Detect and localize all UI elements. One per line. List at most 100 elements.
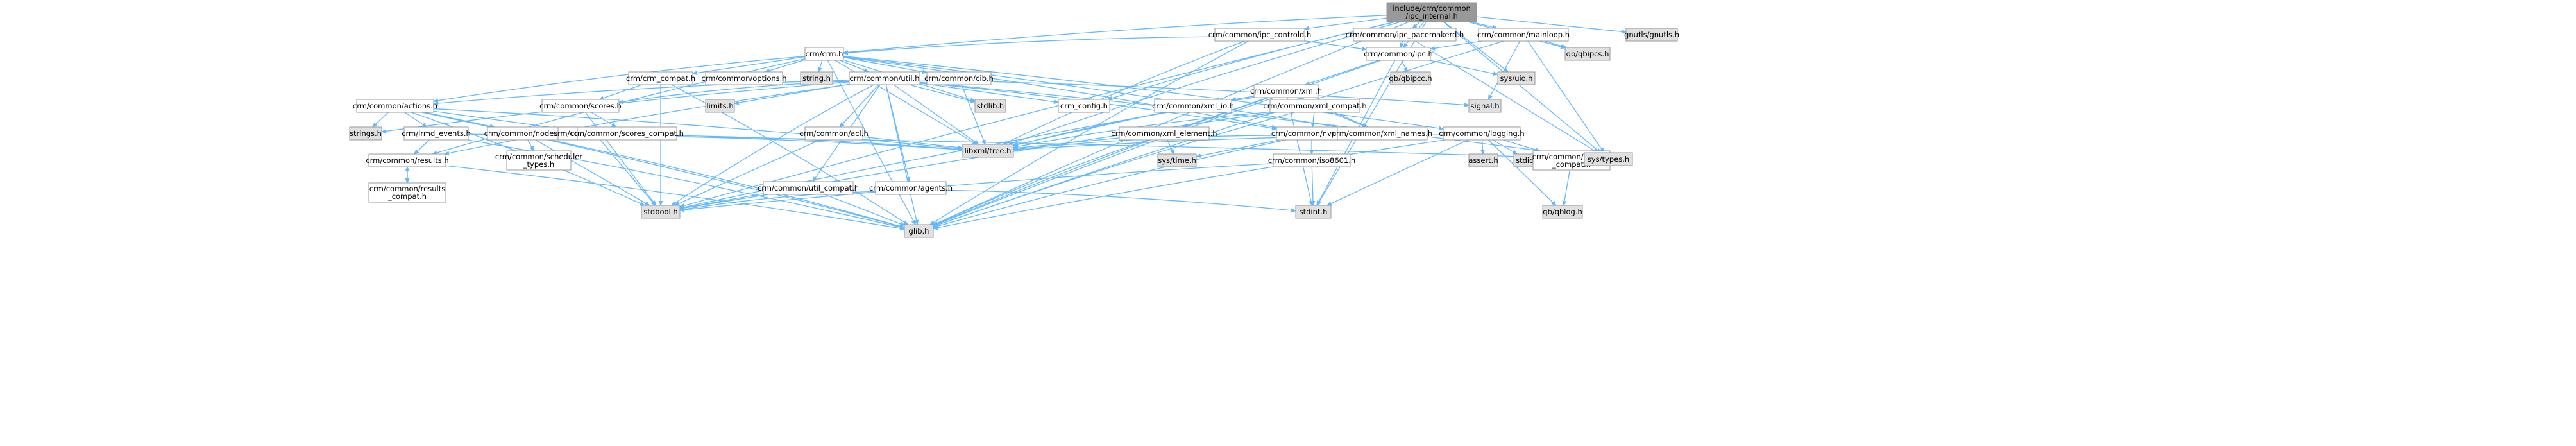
node-label: qb/qbipcs.h bbox=[1566, 49, 1609, 58]
edge-agents-to-stdint bbox=[945, 189, 1297, 213]
node-assert[interactable]: assert.h bbox=[1468, 153, 1498, 167]
edge-nvpair-to-systime bbox=[1195, 139, 1280, 159]
node-actions[interactable]: crm/common/actions.h bbox=[353, 99, 437, 113]
node-label: crm/crm_compat.h bbox=[626, 74, 695, 83]
node-box bbox=[628, 71, 693, 85]
node-box bbox=[804, 126, 863, 141]
node-box bbox=[705, 99, 735, 113]
node-box bbox=[1468, 153, 1498, 167]
node-scores[interactable]: crm/common/scores.h bbox=[539, 99, 622, 113]
node-qbipcs[interactable]: qb/qbipcs.h bbox=[1564, 47, 1611, 61]
edge-mainloop-to-ipc bbox=[1429, 40, 1482, 51]
node-box bbox=[875, 181, 947, 195]
node-results[interactable]: crm/common/results.h bbox=[366, 153, 449, 167]
edge-crm_compat-to-stdbool bbox=[658, 85, 663, 207]
node-box bbox=[1584, 152, 1633, 166]
node-label: stdint.h bbox=[1300, 207, 1328, 216]
node-qblog[interactable]: qb/qblog.h bbox=[1542, 205, 1583, 219]
edge-root-to-ipc_controld bbox=[1303, 17, 1387, 31]
node-agents[interactable]: crm/common/agents.h bbox=[869, 181, 953, 195]
node-systime[interactable]: sys/time.h bbox=[1157, 153, 1197, 167]
node-cib[interactable]: crm/common/cib.h bbox=[924, 71, 994, 85]
node-iso8601[interactable]: crm/common/iso8601.h bbox=[1268, 153, 1355, 167]
node-util[interactable]: crm/common/util.h bbox=[849, 71, 920, 85]
node-label: crm/common/nodes.h bbox=[484, 129, 565, 138]
edge-logging-to-stdint bbox=[1326, 139, 1468, 206]
node-root[interactable]: include/crm/common/ipc_internal.h bbox=[1386, 2, 1477, 22]
node-box bbox=[506, 150, 572, 171]
node-ipc_pacemakerd[interactable]: crm/common/ipc_pacemakerd.h bbox=[1346, 28, 1464, 42]
node-lrmd_events[interactable]: crm/lrmd_events.h bbox=[402, 126, 471, 141]
node-label: strings.h bbox=[350, 129, 382, 138]
node-string[interactable]: string.h bbox=[800, 71, 833, 85]
node-limits[interactable]: limits.h bbox=[705, 99, 735, 113]
node-stdbool[interactable]: stdbool.h bbox=[641, 205, 681, 219]
node-nvpair[interactable]: crm/common/nvpair.h bbox=[1271, 126, 1352, 141]
node-label: stdbool.h bbox=[643, 207, 677, 216]
node-box bbox=[804, 47, 844, 61]
node-box bbox=[1366, 47, 1431, 61]
node-label: gnutls/gnutls.h bbox=[1624, 30, 1679, 39]
node-mainloop[interactable]: crm/common/mainloop.h bbox=[1477, 28, 1570, 42]
node-box bbox=[1337, 126, 1428, 141]
node-box bbox=[763, 181, 854, 195]
edge-layer bbox=[371, 15, 1627, 231]
node-label: glib.h bbox=[909, 227, 929, 236]
node-util_compat[interactable]: crm/common/util_compat.h bbox=[758, 181, 859, 195]
node-strings[interactable]: strings.h bbox=[349, 126, 382, 141]
node-box bbox=[1542, 205, 1583, 219]
node-crm[interactable]: crm/crm.h bbox=[804, 47, 844, 61]
node-scheduler_types[interactable]: crm/common/scheduler_types.h bbox=[495, 150, 582, 171]
node-glib[interactable]: glib.h bbox=[904, 224, 934, 238]
node-box bbox=[1119, 126, 1210, 141]
node-logging[interactable]: crm/common/logging.h bbox=[1439, 126, 1525, 141]
node-ipc_controld[interactable]: crm/common/ipc_controld.h bbox=[1208, 28, 1312, 42]
node-box bbox=[1478, 28, 1569, 42]
node-xml_names[interactable]: crm/common/xml_names.h bbox=[1332, 126, 1432, 141]
edge-actions-to-strings bbox=[371, 112, 389, 128]
node-label: crm/common/actions.h bbox=[353, 101, 437, 110]
edge-nvpair-to-iso8601 bbox=[1309, 139, 1314, 155]
node-ipc[interactable]: crm/common/ipc.h bbox=[1364, 47, 1433, 61]
node-box bbox=[1443, 126, 1521, 141]
node-libxml[interactable]: libxml/tree.h bbox=[962, 144, 1014, 158]
node-xml_element[interactable]: crm/common/xml_element.h bbox=[1111, 126, 1217, 141]
edge-actions-to-lrmd_events bbox=[404, 112, 428, 128]
node-qbipcc[interactable]: qb/qbipcc.h bbox=[1389, 71, 1432, 85]
node-label: qb/qblog.h bbox=[1543, 207, 1582, 216]
edge-xml_element-to-systime bbox=[1167, 139, 1174, 155]
node-crm_config[interactable]: crm_config.h bbox=[1058, 99, 1110, 113]
node-sysuio[interactable]: sys/uio.h bbox=[1497, 71, 1536, 85]
node-box bbox=[1269, 99, 1360, 113]
node-label: string.h bbox=[802, 74, 831, 83]
edge-mainloop-to-qbipcs bbox=[1545, 40, 1567, 49]
node-signal[interactable]: signal.h bbox=[1468, 99, 1502, 113]
node-stdlib[interactable]: stdlib.h bbox=[974, 99, 1006, 113]
node-xml_io[interactable]: crm/common/xml_io.h bbox=[1152, 99, 1234, 113]
edge-logging-to-assert bbox=[1480, 139, 1485, 155]
node-results_compat[interactable]: crm/common/results_compat.h bbox=[368, 182, 446, 203]
node-xml_compat[interactable]: crm/common/xml_compat.h bbox=[1263, 99, 1367, 113]
node-scores_compat[interactable]: crm/common/scores_compat.h bbox=[570, 126, 684, 141]
node-label: limits.h bbox=[706, 101, 733, 110]
edge-xml_compat-to-nvpair bbox=[1310, 112, 1316, 128]
node-xml[interactable]: crm/common/xml.h bbox=[1250, 84, 1322, 98]
node-gnutls[interactable]: gnutls/gnutls.h bbox=[1624, 28, 1679, 42]
node-stdint[interactable]: stdint.h bbox=[1295, 205, 1332, 219]
node-box bbox=[849, 71, 920, 85]
edge-crm-to-actions bbox=[432, 55, 806, 103]
node-nodes[interactable]: crm/common/nodes.h bbox=[484, 126, 565, 141]
edge-logging-to-glib bbox=[932, 139, 1445, 230]
node-box bbox=[1564, 47, 1611, 61]
node-box bbox=[1295, 205, 1332, 219]
node-box bbox=[541, 99, 620, 113]
node-options[interactable]: crm/common/options.h bbox=[701, 71, 787, 85]
edge-acl-to-libxml bbox=[862, 136, 963, 150]
edge-probes-to-stdbool bbox=[600, 139, 656, 206]
node-crm_compat[interactable]: crm/crm_compat.h bbox=[626, 71, 695, 85]
node-systypes[interactable]: sys/types.h bbox=[1584, 152, 1633, 166]
node-box bbox=[368, 182, 446, 203]
edge-util-to-libxml bbox=[893, 84, 979, 145]
node-acl[interactable]: crm/common/acl.h bbox=[799, 126, 869, 141]
